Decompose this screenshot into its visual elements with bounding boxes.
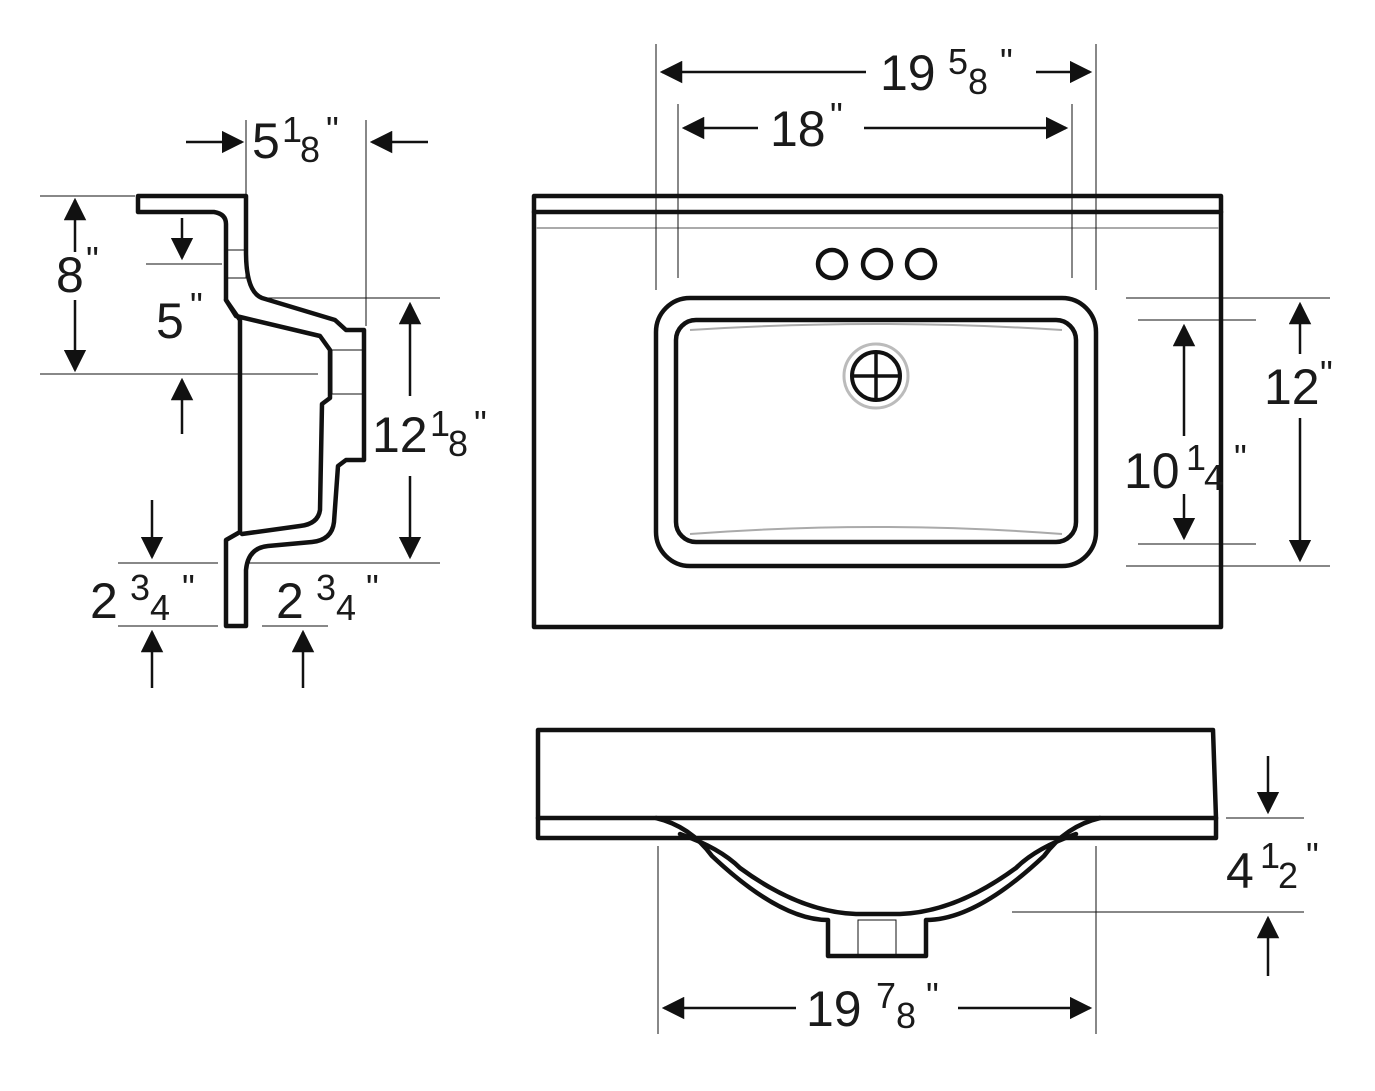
side-view: 5 1 8 " 8 " 5 " 12 1 8 " [40,109,487,688]
drain-icon [842,342,910,410]
top-view: 19 5 8 " 18 " 12 " 10 1 4 " [531,41,1333,630]
front-bowl-inner [677,831,1079,917]
top-bowl-rim [653,295,1099,569]
svg-text:8: 8 [56,247,84,303]
svg-text:": " [1000,41,1013,82]
dim-side-lower-right: 2 3 4 " [276,567,379,629]
svg-text:1: 1 [1186,437,1206,478]
svg-text:": " [1306,835,1319,876]
dim-top-inner-depth: 10 1 4 " [1124,437,1247,499]
dim-top-overall-width: 19 5 8 " [880,41,1013,102]
svg-text:": " [926,975,939,1016]
svg-text:": " [366,567,379,608]
svg-text:5: 5 [252,113,280,169]
svg-text:5: 5 [156,293,184,349]
svg-text:8: 8 [300,129,320,170]
svg-text:12: 12 [1264,359,1320,415]
side-overflow-slot [225,249,247,279]
svg-text:3: 3 [130,567,150,608]
svg-text:8: 8 [968,61,988,102]
svg-text:": " [1320,353,1333,394]
svg-text:12: 12 [372,407,428,463]
svg-text:2: 2 [276,573,304,629]
svg-text:8: 8 [448,423,468,464]
dim-front-width: 19 7 8 " [806,975,939,1037]
side-profile-outline [135,193,367,629]
front-countertop [535,727,1219,841]
svg-text:": " [326,109,339,150]
svg-text:19: 19 [880,45,936,101]
svg-text:19: 19 [806,981,862,1037]
svg-text:": " [830,95,843,136]
svg-text:1: 1 [1260,835,1280,876]
svg-text:4: 4 [150,587,170,628]
dim-front-height: 4 1 2 " [1226,835,1319,899]
dim-side-top-width: 5 1 8 " [252,109,339,170]
svg-text:": " [190,285,203,326]
svg-text:1: 1 [282,109,302,150]
svg-text:8: 8 [896,995,916,1036]
dim-top-outer-depth: 12 " [1264,353,1333,415]
svg-text:7: 7 [876,975,896,1016]
front-drain [857,919,897,957]
side-drain-box [331,349,365,395]
top-countertop [531,193,1224,630]
faucet-hole-right [904,247,938,281]
svg-text:4: 4 [1204,457,1224,498]
svg-text:4: 4 [1226,843,1254,899]
dim-side-bowl-depth: 12 1 8 " [372,403,487,464]
svg-text:3: 3 [316,567,336,608]
dim-side-inner-height: 5 " [156,285,203,349]
svg-text:": " [474,403,487,444]
dim-side-lower-left: 2 3 4 " [90,567,195,629]
svg-text:5: 5 [948,41,968,82]
svg-text:2: 2 [90,573,118,629]
faucet-hole-left [815,247,849,281]
svg-text:2: 2 [1278,855,1298,896]
side-profile-inner [223,297,333,537]
front-view: 19 7 8 " 4 1 2 " [535,727,1319,1037]
svg-text:": " [182,567,195,608]
svg-text:1: 1 [430,403,450,444]
svg-text:4: 4 [336,587,356,628]
svg-text:18: 18 [770,101,826,157]
svg-text:": " [1234,437,1247,478]
svg-text:": " [86,239,99,280]
dim-top-inner-width: 18 " [770,95,843,157]
svg-text:10: 10 [1124,443,1180,499]
faucet-hole-center [860,247,894,281]
dim-side-total-height: 8 " [56,239,99,303]
top-bowl-basin [673,317,1079,545]
